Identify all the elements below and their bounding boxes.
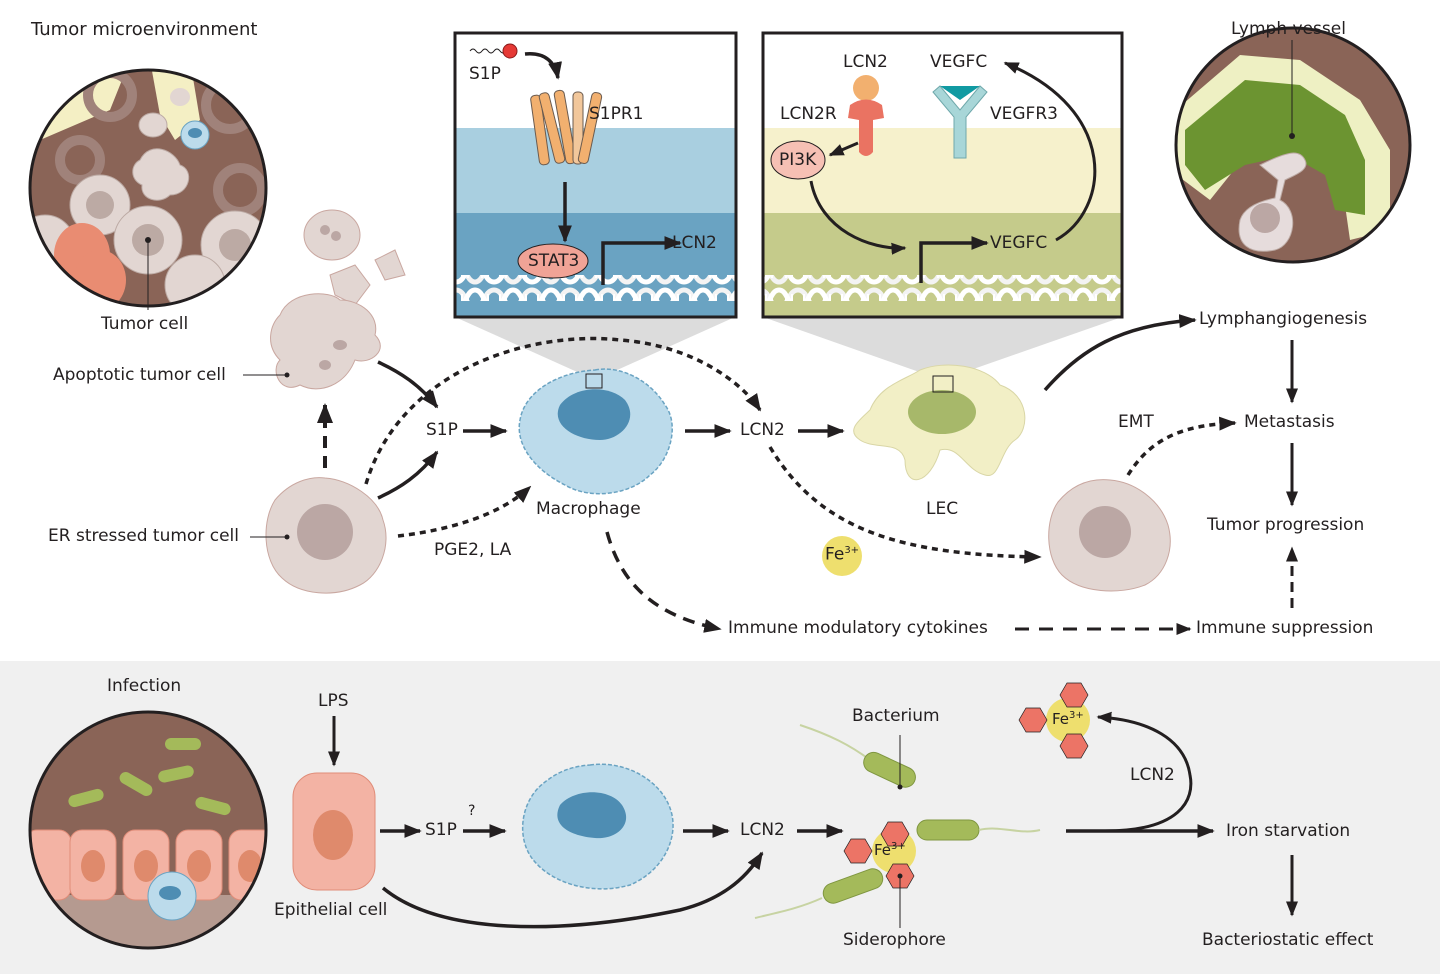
lec-zoom-cone xyxy=(763,317,1122,380)
bacteria-cluster-icon xyxy=(754,724,1041,919)
complex-iron-label: Fe3+ xyxy=(1052,711,1084,727)
iron-starvation-label: Iron starvation xyxy=(1226,821,1351,841)
immune-cytokines-label: Immune modulatory cytokines xyxy=(728,618,988,638)
bottom-iron-symbol: Fe xyxy=(874,841,892,859)
stat3-label: STAT3 xyxy=(528,251,580,271)
lec-signaling-inset xyxy=(761,31,1124,319)
s1pr1-receptor-icon xyxy=(530,89,603,166)
pge2-la-label: PGE2, LA xyxy=(434,540,512,560)
bottom-s1p-label: S1P xyxy=(425,820,457,840)
tumor-microenvironment-title: Tumor microenvironment xyxy=(31,19,258,40)
iron-charge: 3+ xyxy=(844,545,860,556)
lcn2-transcription-arrow xyxy=(601,236,682,285)
inset-vegfc-ligand-label: VEGFC xyxy=(930,52,988,72)
lcn2-label: LCN2 xyxy=(740,420,785,440)
bacterium-label: Bacterium xyxy=(852,706,940,726)
apoptotic-tumor-cell-label: Apoptotic tumor cell xyxy=(53,365,226,385)
er-stressed-tumor-cell-label: ER stressed tumor cell xyxy=(48,526,239,546)
inset-s1p-label: S1P xyxy=(469,64,501,84)
bottom-lcn2-label: LCN2 xyxy=(740,820,785,840)
bottom-iron-charge: 3+ xyxy=(891,841,906,852)
lps-label: LPS xyxy=(318,691,349,711)
dna-strand xyxy=(455,275,736,301)
lcn2-loop-label: LCN2 xyxy=(1130,765,1175,785)
arrow-lec-to-lymphangiogenesis xyxy=(1043,314,1197,392)
arrow-lcn2-to-tumor-cell xyxy=(768,446,1042,564)
epithelial-cell-icon xyxy=(292,772,376,891)
metastatic-tumor-cell-icon xyxy=(1048,479,1171,592)
pi3k-bubble xyxy=(770,140,826,180)
dna-strand xyxy=(763,275,1122,301)
macrophage-bottom-icon xyxy=(522,763,674,890)
pi3k-label: PI3K xyxy=(779,150,817,170)
iron-label: Fe3+ xyxy=(825,546,859,564)
arrow-pge2-to-macrophage xyxy=(397,485,532,538)
bottom-iron-label: Fe3+ xyxy=(874,842,906,858)
er-stressed-tumor-cell-icon xyxy=(265,477,387,594)
arrow-er-to-lcn2-dotted xyxy=(364,336,762,485)
epithelial-cell-label: Epithelial cell xyxy=(274,900,388,920)
complex-iron-charge: 3+ xyxy=(1069,710,1084,721)
arrow-macrophage-to-cytokines xyxy=(605,531,722,633)
stat3-bubble xyxy=(517,243,589,279)
lec-icon xyxy=(853,364,1026,481)
lymph-vessel-title: Lymph vessel xyxy=(1231,19,1346,39)
vegfc-ligand-icon xyxy=(940,86,980,100)
apoptotic-tumor-cell-icon xyxy=(270,209,406,390)
lec-label: LEC xyxy=(926,499,959,519)
s1p-binding-arrow xyxy=(524,52,562,80)
lcn2r-label: LCN2R xyxy=(780,104,837,124)
lymphangiogenesis-label: Lymphangiogenesis xyxy=(1199,309,1368,329)
lcn2r-receptor-icon xyxy=(848,99,884,156)
arrow-epithelial-to-lcn2 xyxy=(381,851,764,929)
tumor-cell-callout: Tumor cell xyxy=(101,314,189,334)
inset-lcn2-gene-label: LCN2 xyxy=(672,233,717,253)
macrophage-label: Macrophage xyxy=(536,499,641,519)
vegfr3-label: VEGFR3 xyxy=(990,104,1058,124)
siderophore-label: Siderophore xyxy=(843,930,946,950)
arrow-apoptotic-to-s1p xyxy=(377,360,439,409)
inset-lcn2-ligand-label: LCN2 xyxy=(843,52,888,72)
arrow-emt-to-metastasis xyxy=(1126,416,1237,476)
tumor-progression-label: Tumor progression xyxy=(1207,515,1365,535)
vegfr3-receptor-icon xyxy=(932,85,988,159)
arrow-lcn2-sequester-iron xyxy=(1096,711,1193,833)
infection-illustration xyxy=(28,710,268,950)
arrow-er-to-s1p xyxy=(377,450,439,500)
s1pr1-label: S1PR1 xyxy=(589,104,644,124)
bacteriostatic-effect-label: Bacteriostatic effect xyxy=(1202,930,1374,950)
lcn2-ligand-icon xyxy=(853,75,879,101)
iron-ion-icon xyxy=(822,536,862,576)
unknown-mechanism-label: ? xyxy=(468,803,476,819)
s1p-label: S1P xyxy=(426,420,458,440)
complex-iron-symbol: Fe xyxy=(1052,710,1070,728)
lcn2-siderophore-complex-icon xyxy=(1018,682,1090,759)
macrophage-signaling-inset xyxy=(453,31,738,319)
tumor-microenvironment-illustration xyxy=(28,68,268,310)
macrophage-icon xyxy=(518,368,673,495)
iron-symbol: Fe xyxy=(825,544,845,565)
macrophage-zoom-cone xyxy=(455,317,735,380)
inset-vegfc-gene-label: VEGFC xyxy=(990,233,1048,253)
metastasis-label: Metastasis xyxy=(1244,412,1335,432)
immune-suppression-label: Immune suppression xyxy=(1196,618,1374,638)
emt-label: EMT xyxy=(1118,412,1154,432)
infection-title: Infection xyxy=(107,676,182,696)
lymph-vessel-illustration xyxy=(1174,26,1412,264)
